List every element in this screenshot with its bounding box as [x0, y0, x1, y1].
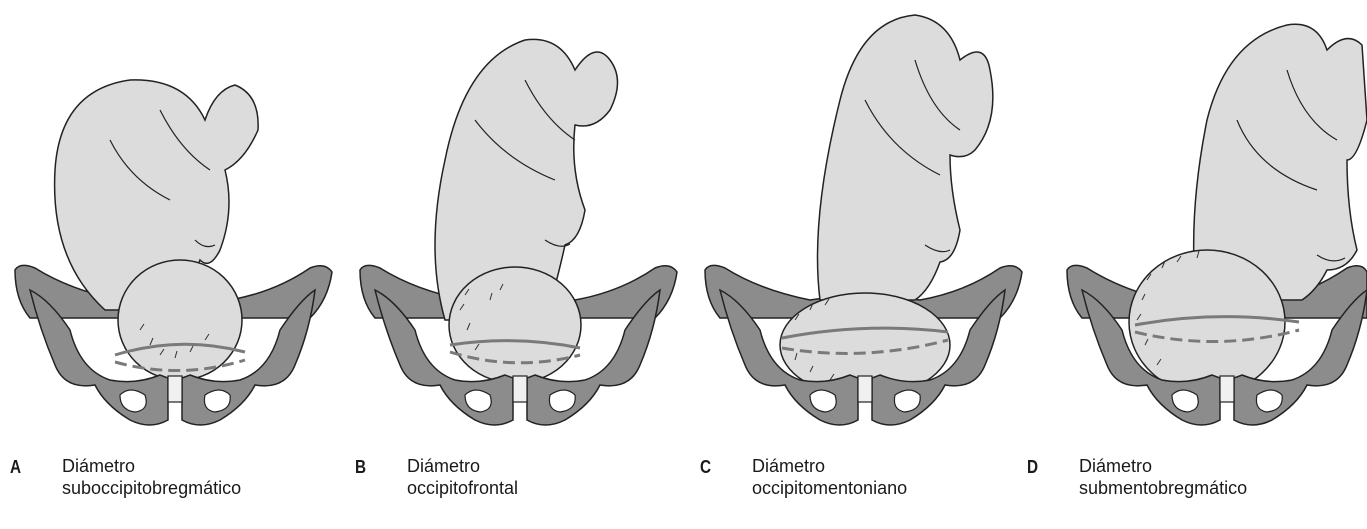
panel-a: A Diámetro suboccipitobregmático	[10, 0, 350, 529]
pubic-symphysis	[858, 376, 872, 402]
fetus-pelvis-illustration-d	[1027, 0, 1367, 450]
pubic-symphysis	[168, 376, 182, 402]
panel-d: D Diámetro submentobregmático	[1027, 0, 1367, 529]
panel-c: C Diámetro occipitomentoniano	[700, 0, 1040, 529]
caption-line-2: occipitomentoniano	[752, 477, 907, 499]
panel-letter: D	[1027, 457, 1038, 478]
panel-letter: A	[10, 457, 21, 478]
pubic-symphysis	[1220, 376, 1234, 402]
panel-letter: C	[700, 457, 711, 478]
caption-line-1: Diámetro	[1079, 455, 1152, 477]
caption-line-1: Diámetro	[62, 455, 135, 477]
fetus-pelvis-illustration-a	[10, 0, 350, 450]
panel-b: B Diámetro occipitofrontal	[355, 0, 695, 529]
fetus-pelvis-illustration-b	[355, 0, 695, 450]
caption-line-2: submentobregmático	[1079, 477, 1247, 499]
caption-line-1: Diámetro	[407, 455, 480, 477]
caption-line-2: occipitofrontal	[407, 477, 518, 499]
panel-letter: B	[355, 457, 366, 478]
fetus-head	[118, 260, 242, 380]
fetus-pelvis-illustration-c	[700, 0, 1040, 450]
caption-line-2: suboccipitobregmático	[62, 477, 241, 499]
fetus-body	[818, 15, 993, 300]
caption-line-1: Diámetro	[752, 455, 825, 477]
pubic-symphysis	[513, 376, 527, 402]
